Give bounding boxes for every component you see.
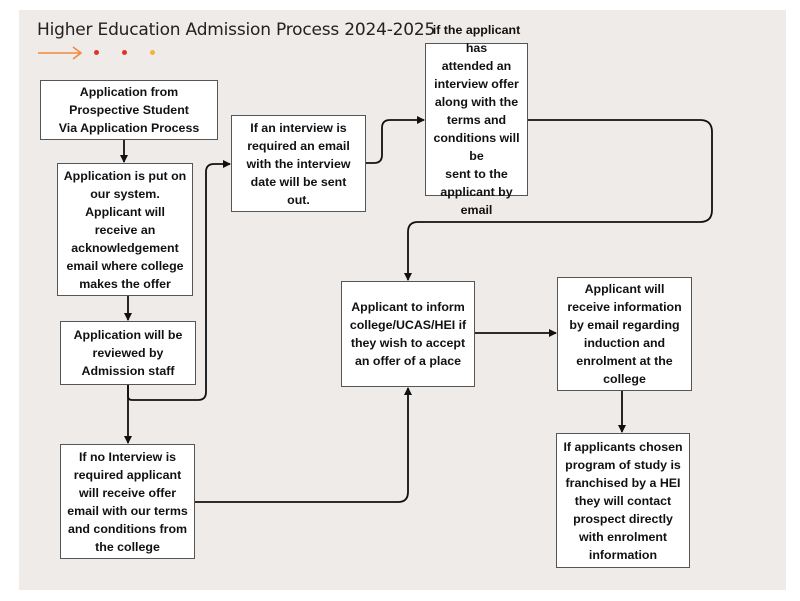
decorative-dot-red: [122, 50, 127, 55]
decorative-arrow-icon: [38, 46, 83, 60]
decorative-dot-red: [94, 50, 99, 55]
connector-offer-to-inform: [404, 119, 713, 281]
connector-review-to-interview: [127, 160, 231, 401]
connector-no-interview-to-inform: [195, 387, 412, 503]
connector-interview-to-offer: [366, 116, 425, 164]
decorative-dot-yellow: [150, 50, 155, 55]
diagram-title: Higher Education Admission Process 2024-…: [37, 20, 436, 40]
